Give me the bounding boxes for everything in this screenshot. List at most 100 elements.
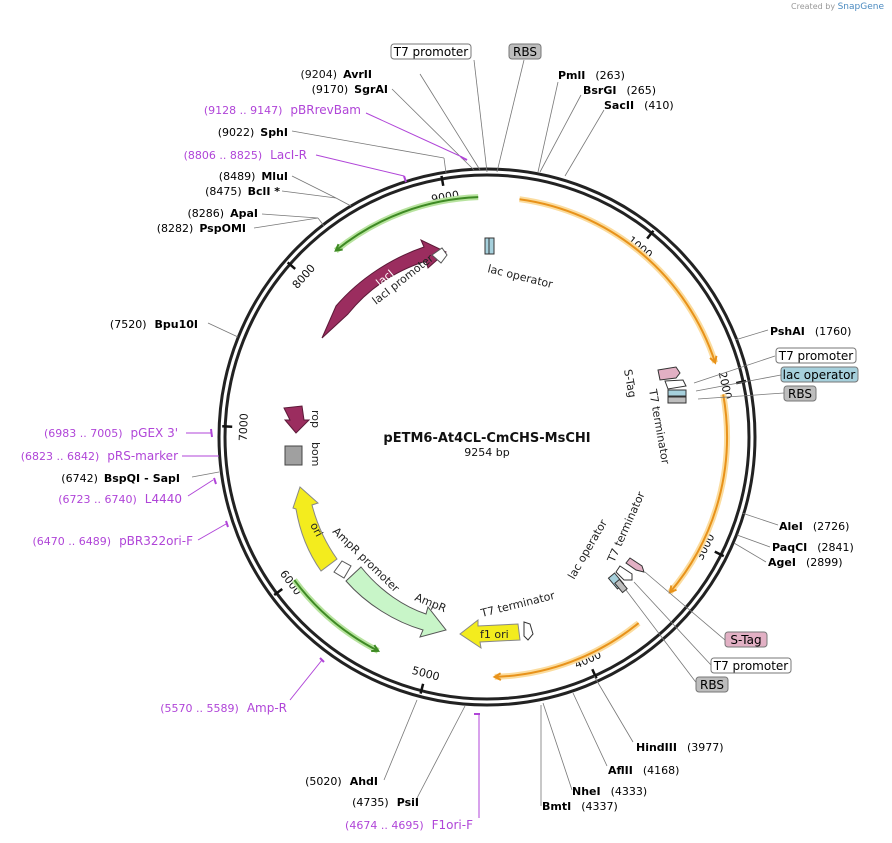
enzyme-pos: (9022) — [218, 126, 255, 139]
enzyme-name-pspomi[interactable]: PspOMI — [199, 222, 246, 235]
enzyme-labels-right: PmlI(263) BsrGI(265) SacII(410) PshAI(17… — [542, 69, 854, 813]
t7-promoter-3-marker[interactable] — [615, 565, 633, 581]
enzyme-name-sapi[interactable]: SapI — [153, 472, 180, 485]
svg-text:lac operator: lac operator — [783, 368, 856, 382]
orf-arc-2[interactable] — [669, 394, 728, 593]
enzyme-name-bcli[interactable]: BclI * — [248, 185, 281, 198]
enzyme-name-psii[interactable]: PsiI — [397, 796, 419, 809]
box-lac-operator-right[interactable]: lac operator — [780, 366, 859, 383]
enzyme-name-bsrgi[interactable]: BsrGI — [583, 84, 616, 97]
primer-labels: (9128 .. 9147) pBRrevBam (8806 .. 8825) La… — [21, 103, 473, 832]
enzyme-name-mlui[interactable]: MluI — [261, 170, 288, 183]
ampr-arrow[interactable] — [345, 566, 447, 638]
laci-arrow[interactable] — [321, 238, 447, 339]
svg-text:NheI(4333): NheI(4333) — [572, 785, 647, 798]
bp-tick-label: 6000 — [277, 568, 304, 598]
primer-pgex3[interactable]: pGEX 3' — [131, 426, 178, 440]
box-t7-promoter-right[interactable]: T7 promoter — [775, 347, 857, 364]
primer-f1ori-f[interactable]: F1ori-F — [432, 818, 473, 832]
bp-tick-mark — [286, 261, 297, 270]
svg-text:T7 promoter: T7 promoter — [713, 659, 789, 673]
rop-arrow[interactable] — [283, 405, 311, 434]
enzyme-name-bmti[interactable]: BmtI — [542, 800, 571, 813]
orf-arc-2-arrowhead — [668, 585, 677, 594]
enzyme-name-bpu10i[interactable]: Bpu10I — [155, 318, 199, 331]
orf-arc-3-arrowhead — [492, 672, 502, 681]
enzyme-name-avrii[interactable]: AvrII — [343, 68, 372, 81]
enzyme-labels-left: (9204)AvrII (9170)SgrAI (9022)SphI (8489… — [61, 68, 388, 485]
svg-text:PshAI(1760): PshAI(1760) — [770, 325, 851, 338]
lac-operator-top-label: lac operator — [486, 262, 554, 291]
green-arc-bottom[interactable] — [293, 579, 379, 652]
enzyme-name-apai[interactable]: ApaI — [230, 207, 258, 220]
f1-ori-arrow[interactable] — [459, 618, 521, 650]
bp-tick-label: 8000 — [290, 262, 318, 292]
bp-tick-mark — [273, 587, 283, 596]
svg-text:PaqCI(2841): PaqCI(2841) — [772, 541, 854, 554]
primer-prs-marker[interactable]: pRS-marker — [107, 449, 178, 463]
enzyme-pos: (4735) — [352, 796, 389, 809]
svg-text:(6983 .. 7005)pGEX 3': (6983 .. 7005)pGEX 3' — [44, 426, 178, 440]
enzyme-name-sphi[interactable]: SphI — [260, 126, 288, 139]
bp-tick-mark — [646, 229, 655, 240]
enzyme-name-sgrai[interactable]: SgrAI — [354, 83, 388, 96]
enzyme-name-bspqi[interactable]: BspQI — [104, 472, 140, 485]
ori-label: ori — [307, 520, 325, 539]
primer-range: (6470 .. 6489) — [33, 535, 112, 548]
primer-laci-r[interactable]: LacI-R — [270, 148, 307, 162]
box-s-tag[interactable]: S-Tag — [724, 631, 768, 648]
enzyme-pos: (7520) — [110, 318, 147, 331]
bp-tick-mark — [419, 683, 425, 694]
svg-text:(7520)Bpu10I: (7520) Bpu10I — [110, 318, 198, 331]
enzyme-pos: (8475) — [205, 185, 242, 198]
rop-label: rop — [309, 410, 322, 428]
box-t7-promoter-top[interactable]: T7 promoter — [390, 43, 472, 60]
lac-operator-2-label: lac operator — [565, 517, 610, 582]
enzyme-name-sacii[interactable]: SacII — [604, 99, 634, 112]
primer-amp-r[interactable]: Amp-R — [247, 701, 287, 715]
box-rbs-bottom[interactable]: RBS — [695, 676, 729, 693]
primer-range: (8806 .. 8825) — [184, 149, 263, 162]
enzyme-name-alei[interactable]: AleI — [779, 520, 803, 533]
enzyme-pos: (8286) — [188, 207, 225, 220]
enzyme-name-nhei[interactable]: NheI — [572, 785, 601, 798]
enzyme-name-agei[interactable]: AgeI — [768, 556, 796, 569]
enzyme-pos: (4337) — [581, 800, 618, 813]
primer-l4440[interactable]: L4440 — [145, 492, 182, 506]
s-tag-2-marker[interactable] — [625, 557, 645, 573]
svg-text:(9204)AvrII: (9204)AvrII — [301, 68, 372, 81]
ampr-promoter-marker[interactable] — [333, 560, 352, 579]
svg-text:(8475)BclI *: (8475) BclI * — [205, 185, 280, 198]
green-arc-bottom-arrowhead — [371, 644, 381, 653]
backbone-inner — [223, 173, 751, 701]
t7-terminator-1-marker[interactable] — [664, 379, 687, 390]
enzyme-pos: (4168) — [643, 764, 680, 777]
orf-arc-3[interactable] — [494, 622, 640, 678]
ori-arrow[interactable] — [292, 486, 338, 572]
enzyme-name-ahdi[interactable]: AhdI — [350, 775, 378, 788]
bp-tick-mark — [714, 550, 725, 558]
snapgene-credit: Created by SnapGene — [791, 2, 884, 12]
enzyme-name-hindiii[interactable]: HindIII — [636, 741, 677, 754]
orf-arc-1[interactable] — [519, 198, 717, 364]
green-arc-top[interactable] — [335, 196, 479, 252]
enzyme-name-pshai[interactable]: PshAI — [770, 325, 805, 338]
enzyme-pos: (9170) — [312, 83, 349, 96]
bom-marker[interactable] — [284, 445, 303, 466]
box-t7-promoter-bottom[interactable]: T7 promoter — [710, 657, 792, 674]
box-rbs-top[interactable]: RBS — [508, 43, 542, 60]
enzyme-name-pmli[interactable]: PmlI — [558, 69, 585, 82]
primer-pbrrevbam[interactable]: pBRrevBam — [290, 103, 361, 117]
rbs-2-marker[interactable] — [667, 389, 687, 397]
enzyme-name-paqci[interactable]: PaqCI — [772, 541, 807, 554]
primer-pbr322ori-f[interactable]: pBR322ori-F — [119, 534, 193, 548]
svg-text:(6723 .. 6740)L4440: (6723 .. 6740)L4440 — [58, 492, 182, 506]
s-tag-1-marker[interactable] — [657, 366, 681, 381]
svg-text:PmlI(263): PmlI(263) — [558, 69, 625, 82]
t7-terminator-3-marker[interactable] — [523, 621, 534, 641]
enzyme-name-aflii[interactable]: AflII — [608, 764, 633, 777]
laci-promoter-arrow[interactable] — [431, 247, 448, 264]
box-rbs-right[interactable]: RBS — [783, 385, 817, 402]
primer-range: (9128 .. 9147) — [204, 104, 283, 117]
credit-prefix: Created by — [791, 2, 836, 11]
